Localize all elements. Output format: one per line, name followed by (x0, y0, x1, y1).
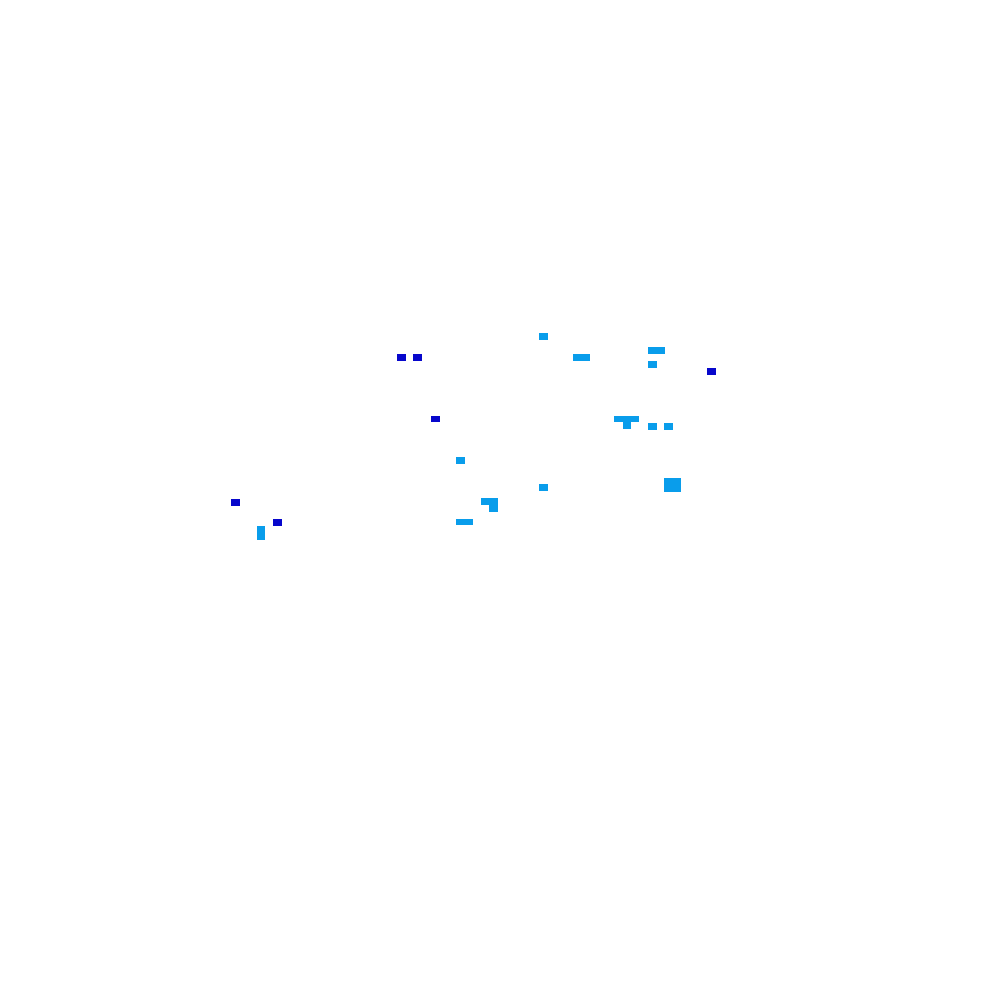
cell-light-2 (573, 354, 590, 361)
cell-light-4 (648, 361, 657, 368)
cell-light-14 (456, 519, 473, 525)
cell-light-15 (257, 526, 265, 540)
cell-light-5 (614, 416, 639, 422)
cell-light-11 (664, 478, 681, 492)
cell-light-3 (648, 347, 665, 354)
cell-light-8 (664, 423, 673, 430)
cell-dark-4 (431, 416, 440, 422)
cell-light-10 (539, 484, 548, 491)
cell-light-12 (481, 498, 498, 505)
cell-light-9 (456, 457, 465, 464)
cell-light-13 (489, 505, 498, 512)
cell-light-6 (623, 422, 631, 429)
cell-dark-1 (397, 354, 406, 361)
cell-dark-2 (413, 354, 422, 361)
cell-light-7 (648, 423, 657, 430)
cell-light-1 (539, 333, 548, 340)
cell-dark-3 (707, 368, 716, 375)
cell-dark-5 (231, 499, 240, 506)
cell-dark-6 (273, 519, 282, 526)
